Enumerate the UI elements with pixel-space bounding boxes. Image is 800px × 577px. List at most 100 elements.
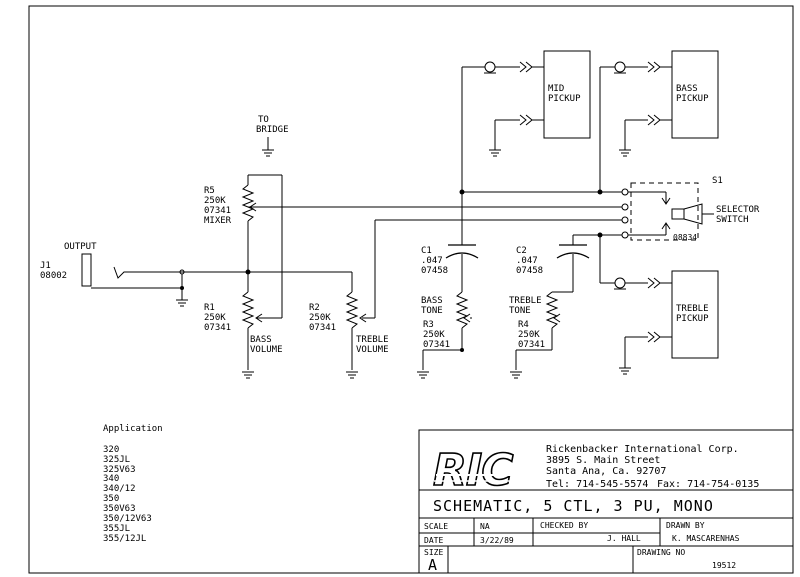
checked-label: CHECKED BY	[540, 521, 588, 530]
logo-text: RIC	[433, 445, 513, 496]
r4-ref: R4	[518, 320, 529, 330]
application-model: 320	[103, 445, 119, 455]
checked-value: J. HALL	[607, 534, 641, 543]
mid-pickup-shield-icon	[484, 61, 496, 73]
application-model: 350V63	[103, 504, 136, 514]
output-label: OUTPUT	[64, 242, 97, 252]
c1-ref: C1	[421, 246, 432, 256]
c1-value: .047	[421, 256, 443, 266]
application-list: Application 320 325JL 325V63 340 340/12 …	[103, 424, 163, 544]
switch-label-2: SWITCH	[716, 215, 749, 225]
drawing-no-value: 19512	[712, 561, 736, 570]
bridge-ground-icon	[261, 149, 275, 157]
r5-mixer-pot: R5 250K 07341 MIXER	[204, 174, 283, 318]
application-model: 355/12JL	[103, 534, 146, 544]
jack-part: 08002	[40, 271, 67, 281]
r4-name-1: TREBLE	[509, 296, 542, 306]
r3-ref: R3	[423, 320, 434, 330]
r3-name-1: BASS	[421, 296, 443, 306]
drawing-no-label: DRAWING NO	[637, 548, 685, 557]
treble-pickup: TREBLE PICKUP	[600, 270, 719, 375]
r5-ref: R5	[204, 186, 215, 196]
r1-value: 250K	[204, 313, 226, 323]
switch-label-1: SELECTOR	[716, 205, 760, 215]
mid-pickup-label-1: MID	[548, 84, 564, 94]
size-label: SIZE	[424, 548, 443, 557]
jack-ground-icon	[175, 299, 189, 307]
r3-value: 250K	[423, 330, 445, 340]
r1-part: 07341	[204, 323, 231, 333]
treble-pickup-shield-icon	[614, 277, 626, 289]
date-label: DATE	[424, 536, 443, 545]
selector-switch: S1 SELECTOR SWITCH 08834	[621, 176, 760, 242]
drawing-border	[28, 5, 794, 574]
bass-pickup-label-1: BASS	[676, 84, 698, 94]
c1-part: 07458	[421, 266, 448, 276]
r4-treble-tone-pot: TREBLE TONE R4 250K 07341	[509, 291, 573, 379]
company-street: 3895 S. Main Street	[546, 455, 660, 466]
to-bridge-ground: TO BRIDGE	[256, 115, 289, 157]
wiring	[248, 67, 622, 323]
r2-name-1: TREBLE	[356, 335, 389, 345]
treble-pickup-ground-icon	[618, 367, 632, 375]
r4-part: 07341	[518, 340, 545, 350]
r5-part: 07341	[204, 206, 231, 216]
bass-pickup-shield-icon	[614, 61, 626, 73]
application-model: 340	[103, 474, 119, 484]
output-jack: OUTPUT J1 08002	[40, 242, 352, 307]
r2-ground-icon	[345, 371, 359, 379]
bass-pickup: BASS PICKUP	[600, 50, 719, 157]
application-model: 350/12V63	[103, 514, 152, 524]
mid-pickup-label-2: PICKUP	[548, 94, 581, 104]
bass-pickup-ground-icon	[618, 149, 632, 157]
date-value: 3/22/89	[480, 536, 514, 545]
r5-name: MIXER	[204, 216, 232, 226]
application-model: 350	[103, 494, 119, 504]
r2-value: 250K	[309, 313, 331, 323]
company-city: Santa Ana, Ca. 92707	[546, 466, 666, 477]
r4-ground-icon	[509, 371, 523, 379]
r4-name-2: TONE	[509, 306, 531, 316]
mid-pickup-ground-icon	[488, 149, 502, 157]
switch-part: 08834	[673, 233, 697, 242]
r1-ground-icon	[241, 371, 255, 379]
application-model: 340/12	[103, 484, 136, 494]
r2-treble-volume-pot: R2 250K 07341 TREBLE VOLUME	[309, 272, 389, 379]
r1-name-1: BASS	[250, 335, 272, 345]
application-model: 325V63	[103, 465, 136, 475]
r3-part: 07341	[423, 340, 450, 350]
scale-value: NA	[480, 522, 490, 531]
r3-name-2: TONE	[421, 306, 443, 316]
scale-label: SCALE	[424, 522, 448, 531]
r1-bass-volume-pot: R1 250K 07341 BASS VOLUME	[204, 272, 283, 379]
switch-ref: S1	[712, 176, 723, 186]
c2-value: .047	[516, 256, 538, 266]
r3-bass-tone-pot: BASS TONE R3 250K 07341	[416, 291, 472, 379]
r1-name-2: VOLUME	[250, 345, 283, 355]
company-fax: Fax: 714-754-0135	[657, 479, 759, 490]
drawing-title: SCHEMATIC, 5 CTL, 3 PU, MONO	[433, 497, 714, 515]
drawn-label: DRAWN BY	[666, 521, 705, 530]
c1-capacitor: C1 .047 07458	[421, 244, 479, 292]
c2-ref: C2	[516, 246, 527, 256]
c2-capacitor: C2 .047 07458	[516, 244, 590, 292]
application-model: 355JL	[103, 524, 130, 534]
c2-part: 07458	[516, 266, 543, 276]
company-name: Rickenbacker International Corp.	[546, 444, 739, 455]
company-phone: Tel: 714-545-5574	[546, 479, 648, 490]
bridge-label-2: BRIDGE	[256, 125, 289, 135]
r4-value: 250K	[518, 330, 540, 340]
title-block: RIC Rickenbacker International Corp. 389…	[418, 429, 794, 574]
bass-pickup-label-2: PICKUP	[676, 94, 709, 104]
treble-pickup-label-2: PICKUP	[676, 314, 709, 324]
jack-ref: J1	[40, 261, 51, 271]
treble-pickup-label-1: TREBLE	[676, 304, 709, 314]
ric-logo: RIC	[432, 444, 532, 497]
r2-ref: R2	[309, 303, 320, 313]
mid-pickup: MID PICKUP	[462, 50, 591, 157]
size-value: A	[428, 556, 437, 574]
r5-value: 250K	[204, 196, 226, 206]
application-model: 325JL	[103, 455, 130, 465]
application-title: Application	[103, 424, 163, 434]
